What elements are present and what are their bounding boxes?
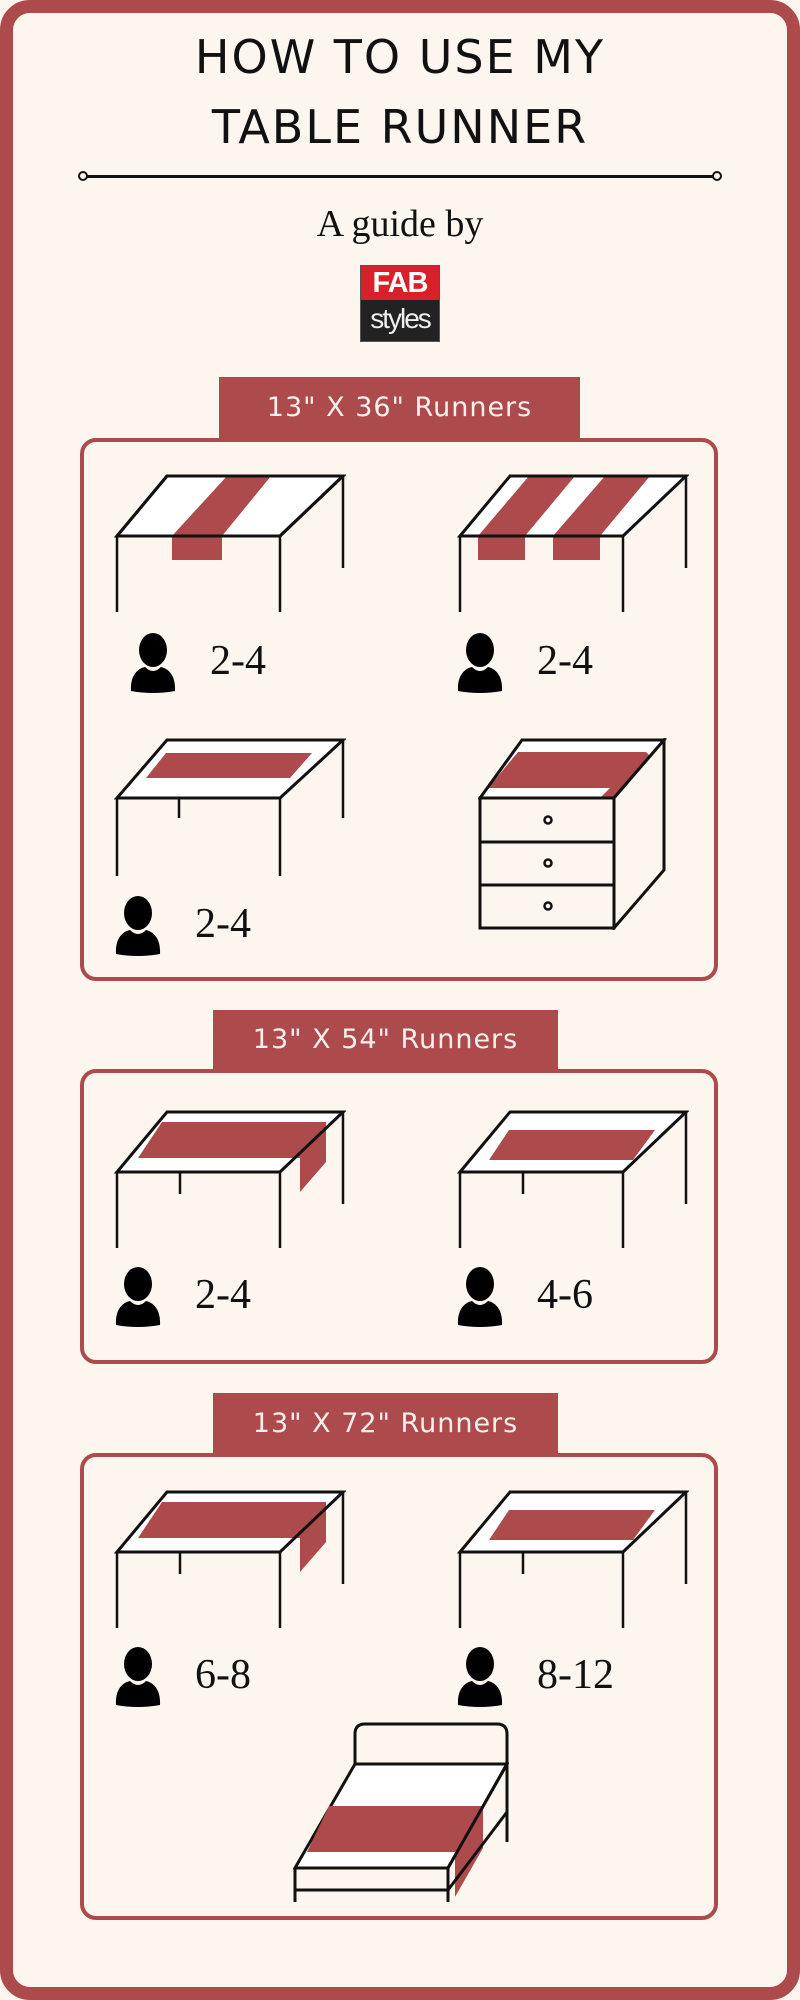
person-icon	[457, 633, 503, 693]
guest-count-text: 2-4	[210, 638, 266, 684]
guest-count-text: 8-12	[537, 1652, 614, 1698]
table-single-crosswise-runner-illustration	[114, 474, 346, 612]
table-centered-runner-illustration	[457, 1110, 689, 1248]
guest-count-text: 2-4	[195, 1272, 251, 1318]
page-title-line-1: HOW TO USE MY	[194, 30, 606, 84]
section-banner-72: 13" X 72" Runners	[213, 1393, 558, 1454]
logo-top-text: FAB	[361, 266, 439, 300]
guest-count-text: 2-4	[195, 901, 251, 947]
person-icon	[130, 633, 176, 693]
section-banner-36: 13" X 36" Runners	[219, 377, 580, 439]
dresser-draped-runner-illustration	[478, 738, 668, 930]
guide-subtitle: A guide by	[316, 203, 484, 245]
guest-count-text: 4-6	[537, 1272, 593, 1318]
table-centered-runner-illustration	[114, 738, 346, 876]
fabstyles-logo: FAB styles	[360, 265, 440, 342]
table-double-crosswise-runners-illustration	[457, 474, 689, 612]
logo-bottom-text: styles	[370, 303, 432, 334]
person-icon	[457, 1647, 503, 1707]
divider-end-dot	[712, 171, 722, 181]
person-icon	[115, 1647, 161, 1707]
section-box-54	[80, 1069, 718, 1364]
person-icon	[457, 1267, 503, 1327]
person-icon	[115, 1267, 161, 1327]
guest-count-text: 2-4	[537, 638, 593, 684]
page-title-line-2: TABLE RUNNER	[211, 100, 589, 154]
section-banner-54: 13" X 54" Runners	[213, 1010, 558, 1070]
divider-end-dot	[78, 171, 88, 181]
person-icon	[115, 896, 161, 956]
table-centered-runner-illustration	[457, 1490, 689, 1628]
bed-foot-runner-illustration	[293, 1722, 509, 1902]
table-lengthwise-draped-runner-illustration	[114, 1490, 346, 1628]
guest-count-text: 6-8	[195, 1652, 251, 1698]
title-divider	[78, 171, 722, 181]
table-lengthwise-draped-runner-illustration	[114, 1110, 346, 1248]
section-box-72	[80, 1453, 718, 1920]
section-box-36	[80, 438, 718, 981]
